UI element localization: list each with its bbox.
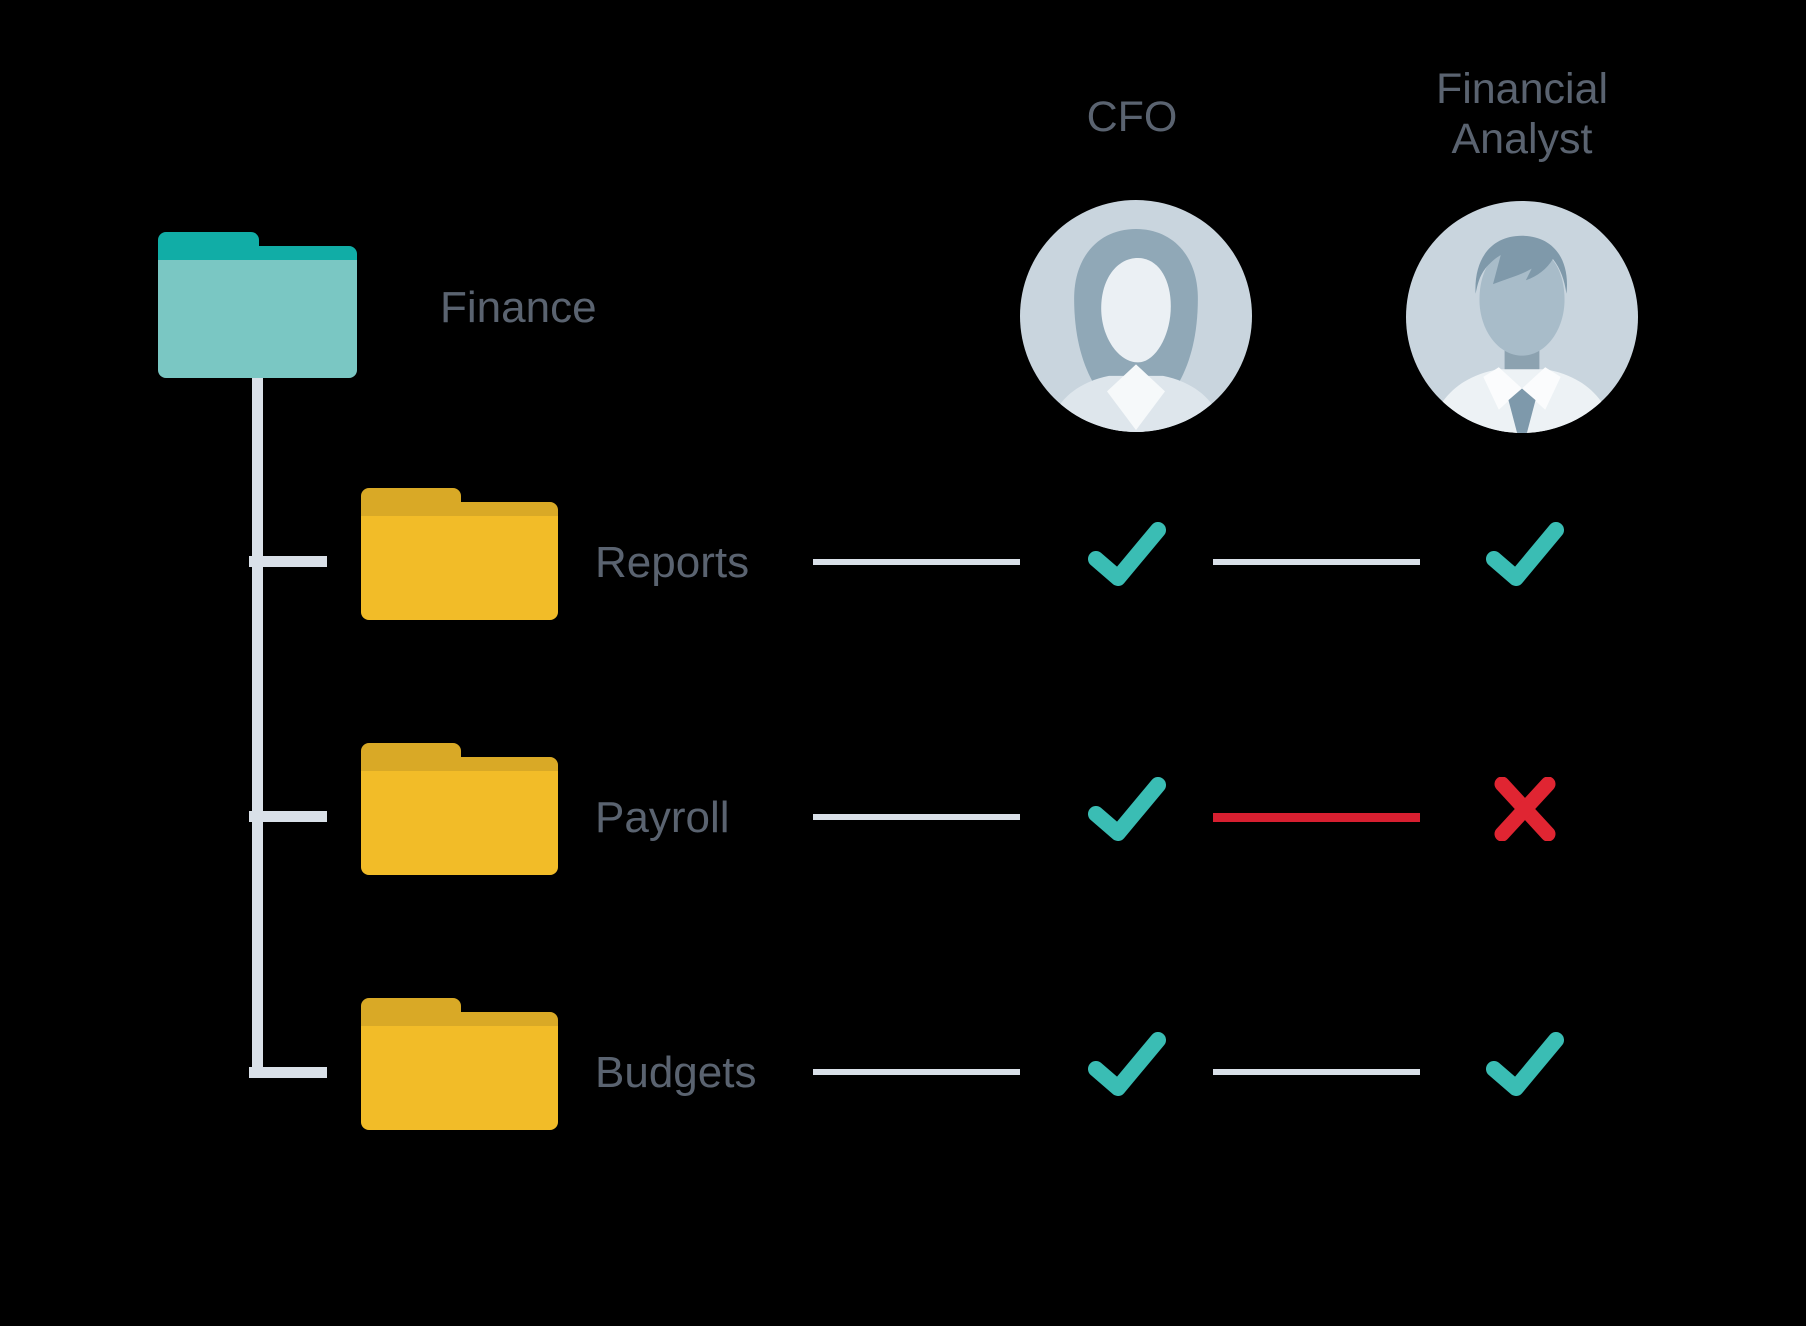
- check-icon: [1088, 777, 1166, 841]
- analyst-permission-reports: [1485, 522, 1565, 586]
- reports-folder-icon: [361, 488, 558, 620]
- connector-line: [813, 559, 1020, 565]
- tree-branch-line: [249, 556, 327, 567]
- connector-line: [813, 814, 1020, 820]
- avatar-collar-right: [1522, 367, 1561, 410]
- check-icon: [1486, 522, 1564, 586]
- cfo-permission-budgets: [1087, 1032, 1167, 1096]
- folder-body: [361, 1026, 558, 1130]
- subfolder-label-budgets: Budgets: [595, 1048, 757, 1097]
- connector-line: [813, 1069, 1020, 1075]
- male-person-avatar-icon: [1406, 201, 1638, 433]
- permission-row-reports: Reports: [0, 488, 1806, 620]
- cfo-permission-payroll: [1087, 777, 1167, 841]
- female-person-avatar-icon: [1020, 200, 1252, 432]
- connector-line: [1213, 1069, 1420, 1075]
- analyst-permission-budgets: [1485, 1032, 1565, 1096]
- folder-body: [361, 516, 558, 620]
- payroll-folder-icon: [361, 743, 558, 875]
- tree-trunk-line: [252, 378, 263, 1078]
- avatar-shirt: [1107, 364, 1165, 431]
- tree-branch-line: [249, 811, 327, 822]
- finance-folder-label: Finance: [440, 283, 597, 332]
- budgets-folder-icon: [361, 998, 558, 1130]
- cfo-permission-reports: [1087, 522, 1167, 586]
- connector-line: [1213, 559, 1420, 565]
- check-icon: [1486, 1032, 1564, 1096]
- connector-line: [1213, 813, 1420, 822]
- avatar-face: [1101, 258, 1171, 363]
- folder-strip: [361, 757, 558, 771]
- check-icon: [1088, 1032, 1166, 1096]
- folder-body: [361, 771, 558, 875]
- permission-row-budgets: Budgets: [0, 998, 1806, 1130]
- folder-strip: [361, 1012, 558, 1026]
- subfolder-label-payroll: Payroll: [595, 793, 730, 842]
- analyst-permission-payroll: [1485, 777, 1565, 841]
- folder-strip: [158, 246, 357, 260]
- subfolder-label-reports: Reports: [595, 538, 750, 587]
- column-header-financial-analyst: Financial Analyst: [1435, 65, 1609, 163]
- finance-folder-icon: [158, 232, 357, 378]
- tree-branch-line: [249, 1067, 327, 1078]
- avatar-hair: [1475, 235, 1567, 294]
- column-header-cfo: CFO: [1086, 93, 1178, 141]
- folder-strip: [361, 502, 558, 516]
- check-icon: [1088, 522, 1166, 586]
- x-icon: [1494, 777, 1556, 841]
- folder-body: [158, 260, 357, 378]
- avatar-collar-left: [1483, 367, 1522, 410]
- permission-row-payroll: Payroll: [0, 743, 1806, 875]
- avatar-tie: [1508, 388, 1536, 433]
